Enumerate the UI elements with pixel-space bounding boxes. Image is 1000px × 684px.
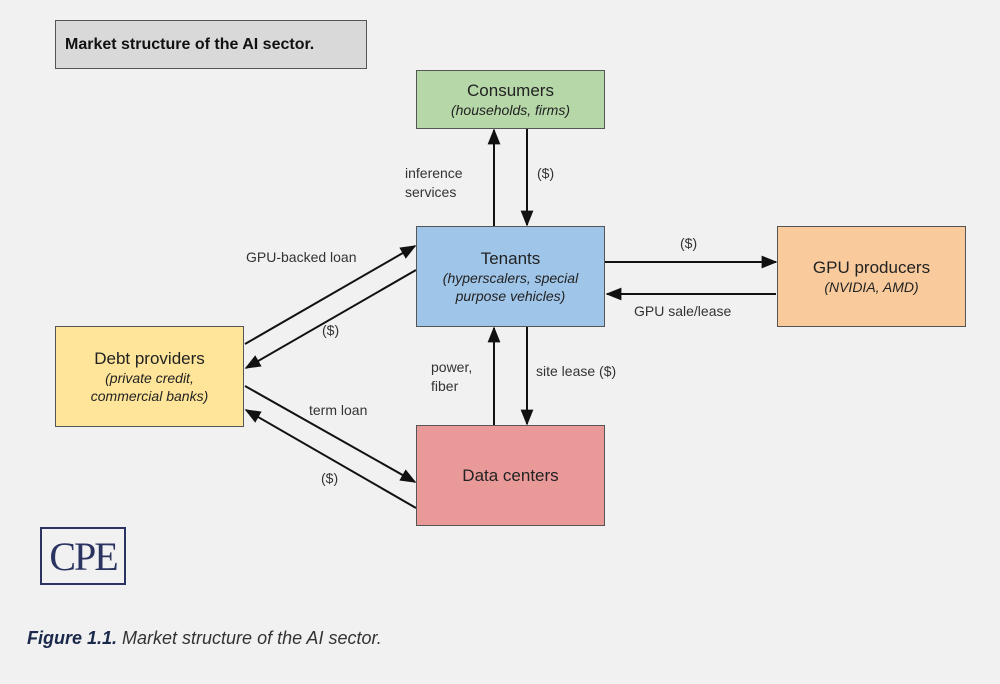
node-tenants: Tenants (hyperscalers, special purpose v…	[416, 226, 605, 327]
label-gpu-sale: GPU sale/lease	[634, 303, 732, 319]
tenants-sub-1: (hyperscalers, special	[442, 269, 579, 286]
node-data-centers: Data centers	[416, 425, 605, 526]
node-gpu-producers: GPU producers (NVIDIA, AMD)	[777, 226, 966, 327]
label-gpu-pay: ($)	[680, 235, 698, 251]
arrow-dc-to-debt	[244, 409, 417, 509]
node-debt-providers: Debt providers (private credit, commerci…	[55, 326, 244, 427]
tenants-sub-2: purpose vehicles)	[455, 287, 566, 304]
debt-name: Debt providers	[94, 348, 205, 368]
consumers-sub: (households, firms)	[450, 101, 571, 118]
label-gpu-loan: GPU-backed loan	[246, 249, 357, 265]
dc-name: Data centers	[462, 465, 559, 485]
gpu-name: GPU producers	[812, 257, 931, 277]
label-inference-1: inference	[405, 165, 463, 181]
arrow-debt-to-dc	[244, 385, 417, 483]
caption-label: Figure 1.1.	[27, 628, 118, 648]
debt-sub-1: (private credit,	[105, 369, 194, 386]
tenants-name: Tenants	[480, 248, 541, 268]
node-consumers: Consumers (households, firms)	[416, 70, 605, 129]
label-power: power, fiber	[431, 358, 472, 396]
gpu-sub: (NVIDIA, AMD)	[824, 278, 919, 295]
arrow-tenants-to-debt	[244, 269, 417, 369]
label-site-lease: site lease ($)	[536, 363, 617, 379]
label-power-1: power,	[431, 359, 473, 375]
label-power-2: fiber	[431, 378, 459, 394]
label-debt-pay: ($)	[322, 322, 340, 338]
debt-sub-2: commercial banks)	[90, 387, 209, 404]
caption-text: Market structure of the AI sector.	[117, 628, 382, 648]
cpe-logo: CPE	[40, 527, 126, 585]
consumers-name: Consumers	[467, 80, 554, 100]
diagram-title: Market structure of the AI sector.	[55, 20, 367, 69]
label-term-loan: term loan	[309, 402, 368, 418]
arrow-debt-to-tenants	[244, 245, 417, 345]
label-inference: inference services	[405, 164, 463, 202]
label-inference-2: services	[405, 184, 457, 200]
label-dc-pay: ($)	[321, 470, 339, 486]
figure-caption: Figure 1.1. Market structure of the AI s…	[27, 628, 382, 649]
label-consumer-pay: ($)	[537, 165, 555, 181]
